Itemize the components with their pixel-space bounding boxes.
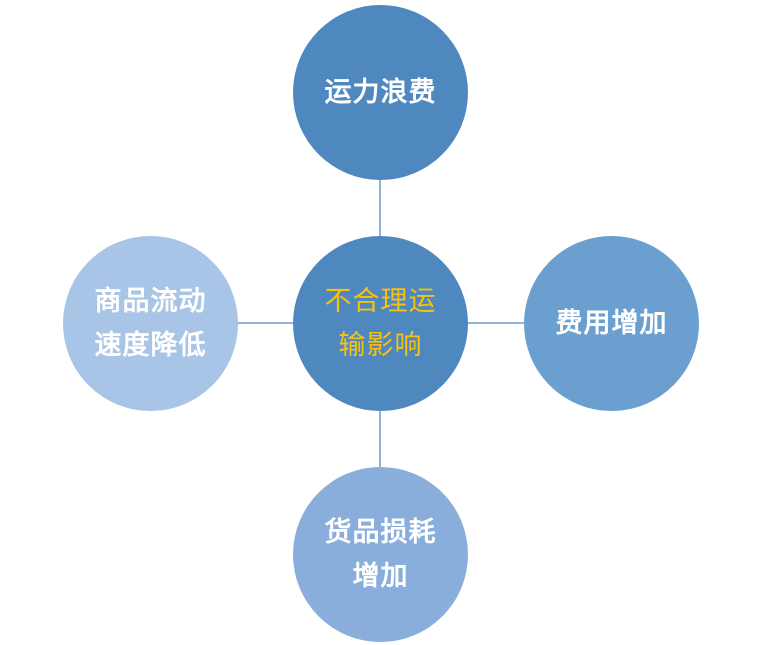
connector-bottom [379, 411, 381, 467]
connector-right [468, 322, 524, 324]
node-top-label: 运力浪费 [324, 76, 437, 108]
connector-left [238, 322, 293, 324]
node-bottom-label: 货品损耗增加 [324, 516, 437, 592]
node-left-label: 商品流动速度降低 [94, 285, 207, 361]
node-right: 费用增加 [524, 236, 699, 411]
connector-top [379, 180, 381, 236]
node-left: 商品流动速度降低 [63, 236, 238, 411]
node-bottom: 货品损耗增加 [293, 467, 468, 642]
node-center: 不合理运输影响 [293, 236, 468, 411]
node-right-label: 费用增加 [555, 307, 668, 339]
node-top: 运力浪费 [293, 5, 468, 180]
node-center-label: 不合理运输影响 [324, 285, 437, 361]
